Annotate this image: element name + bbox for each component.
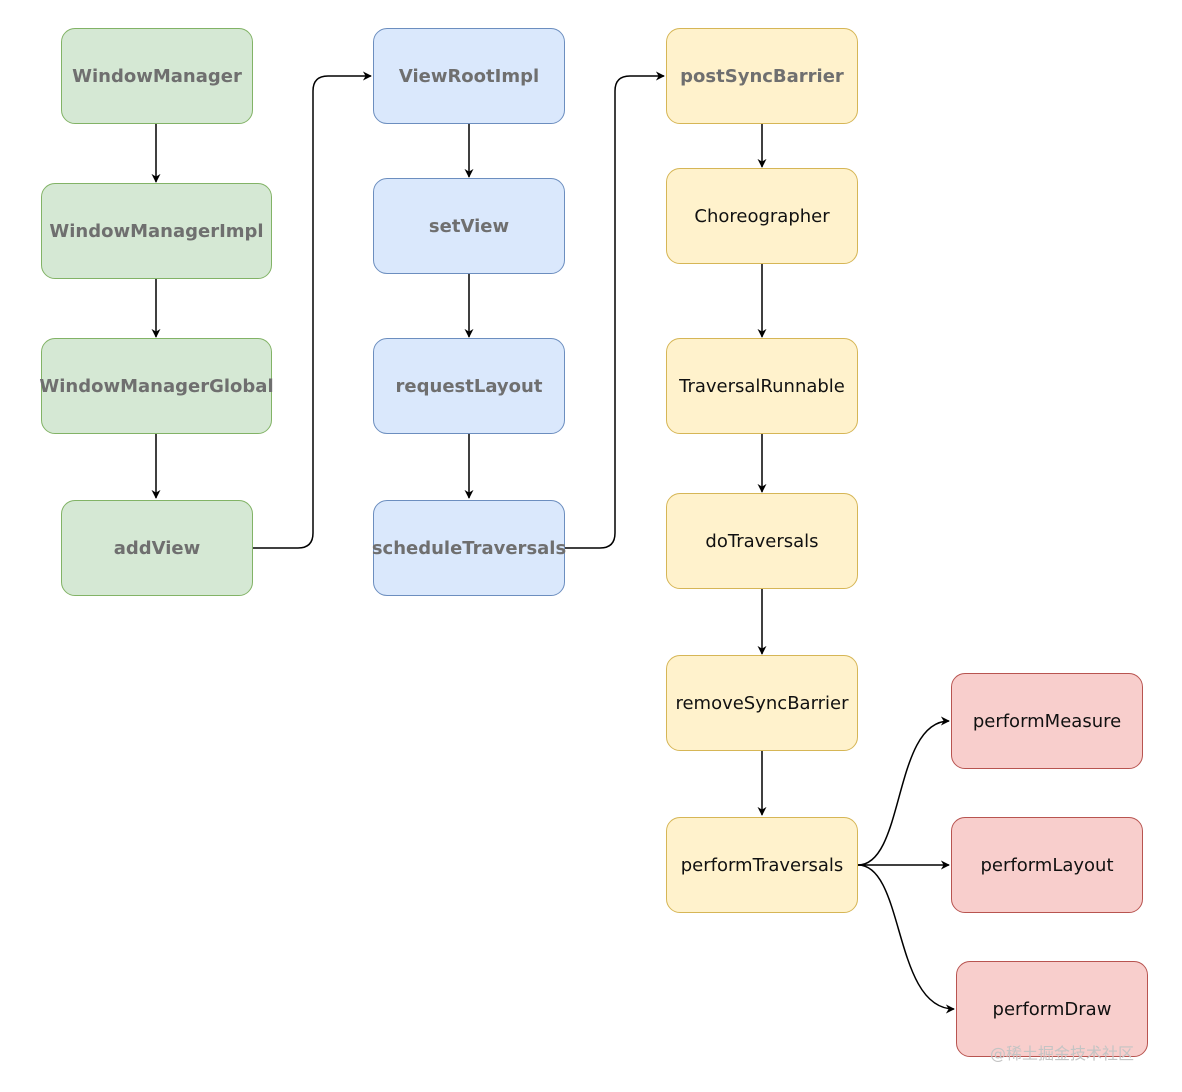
edge-performtraversals-to-performmeasure — [857, 716, 950, 866]
node-postsyncbarrier: postSyncBarrier — [666, 28, 858, 124]
edge-performtraversals-to-performdraw — [857, 864, 955, 1014]
node-windowmanagerglobal: WindowManagerGlobal — [39, 338, 274, 434]
node-requestlayout: requestLayout — [373, 338, 565, 434]
node-windowmanagerimpl: WindowManagerImpl — [41, 183, 272, 279]
node-performlayout: performLayout — [951, 817, 1143, 913]
node-scheduletraversals: scheduleTraversals — [372, 500, 566, 596]
node-setview: setView — [373, 178, 565, 274]
watermark: @稀土掘金技术社区 — [990, 1044, 1135, 1063]
node-viewrootimpl: ViewRootImpl — [373, 28, 565, 124]
edge-addview-to-viewrootimpl — [253, 71, 372, 549]
node-choreographer: Choreographer — [666, 168, 858, 264]
edge-scheduletraversals-to-postsyncbarrier — [565, 71, 665, 549]
node-performmeasure: performMeasure — [951, 673, 1143, 769]
node-traversalrunnable: TraversalRunnable — [666, 338, 858, 434]
node-performdraw: performDraw — [956, 961, 1148, 1057]
node-removesyncbarrier: removeSyncBarrier — [666, 655, 858, 751]
node-windowmanager: WindowManager — [61, 28, 253, 124]
node-dotraversals: doTraversals — [666, 493, 858, 589]
node-addview: addView — [61, 500, 253, 596]
node-performtraversals: performTraversals — [666, 817, 858, 913]
